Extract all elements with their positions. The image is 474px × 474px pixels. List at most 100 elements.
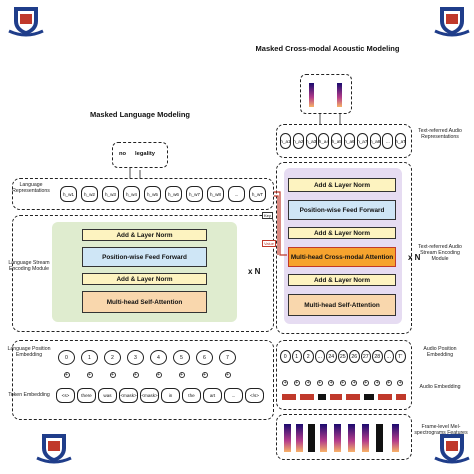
audio-position-id: 28 — [372, 350, 383, 363]
audio-embedding-label: Audio Embedding — [419, 384, 461, 390]
language-position-id: 7 — [219, 350, 236, 365]
audio-position-id: 27 — [360, 350, 371, 363]
token-embedding-label: Token Embedding — [8, 392, 50, 398]
language-repr-token: h_w1 — [60, 186, 77, 202]
language-position-id: 6 — [196, 350, 213, 365]
audio-add-norm-2: Add & Layer Norm — [288, 227, 396, 239]
audio-position-id: 1 — [291, 350, 302, 363]
language-repeat-label: x N — [248, 267, 261, 276]
audio-position-label: Audio Position Embedding — [423, 346, 457, 358]
audio-cross-modal-attention: Multi-head Cross-modal Attention — [288, 247, 396, 267]
token-embedding-item: was — [98, 388, 117, 403]
plus-icon: + — [132, 372, 139, 378]
language-embedding-box — [12, 340, 274, 420]
lang-add-norm-bottom: Add & Layer Norm — [82, 273, 207, 285]
mam-output-box — [300, 74, 352, 114]
university-seal-icon — [36, 434, 72, 464]
plus-icon: + — [351, 380, 358, 386]
language-repr-token: h_w5 — [144, 186, 161, 202]
university-seal-icon — [434, 7, 470, 37]
plus-icon: + — [282, 380, 289, 386]
language-repr-token: h_w7 — [186, 186, 203, 202]
key-label: Key — [262, 212, 273, 219]
language-repr-token: h_w2 — [81, 186, 98, 202]
plus-icon: + — [224, 372, 231, 378]
language-repr-label: Language Representations — [12, 182, 50, 194]
audio-encoder-panel: Add & Layer Norm Position-wise Feed Forw… — [284, 168, 402, 324]
audio-position-id: T' — [395, 350, 406, 363]
audio-repr-token: h_a3 — [305, 133, 317, 149]
audio-repr-token: h_a6 — [344, 133, 355, 149]
audio-position-id: 24 — [326, 350, 337, 363]
audio-feed-forward: Position-wise Feed Forward — [288, 200, 396, 220]
token-embedding-item: ... — [224, 388, 243, 403]
mel-spectrogram-frames — [284, 424, 399, 452]
plus-icon: + — [374, 380, 381, 386]
audio-add-norm-3: Add & Layer Norm — [288, 274, 396, 286]
audio-repr-token: h_a1 — [280, 133, 291, 149]
audio-repr-token: ... — [382, 133, 394, 149]
language-position-id: 0 — [58, 350, 75, 365]
language-repr-token: h_w4 — [123, 186, 140, 202]
mel-features-label: Frame-level Mel-spectrograms Features — [414, 424, 468, 436]
plus-icon: + — [316, 380, 323, 386]
plus-icon: + — [293, 380, 300, 386]
language-position-id: 1 — [81, 350, 98, 365]
mlm-title: Masked Language Modeling — [89, 110, 190, 119]
plus-icon: + — [178, 372, 185, 378]
mlm-output-no: no — [119, 151, 127, 157]
language-position-label: Language Position Embedding — [7, 346, 51, 358]
mam-title: Masked Cross-modal Acoustic Modeling — [255, 44, 400, 53]
audio-repeat-label: x N — [408, 253, 421, 262]
audio-repr-token: h_a5 — [331, 133, 343, 149]
mam-output-spectrograms — [309, 83, 342, 107]
audio-module-label: Text-referred Audio Stream Encoding Modu… — [418, 244, 462, 262]
audio-position-id: ... — [383, 350, 394, 363]
language-repr-token: h_w3 — [102, 186, 119, 202]
plus-icon: + — [385, 380, 392, 386]
plus-icon: + — [362, 380, 369, 386]
audio-repr-label: Text-referred Audio Representations — [418, 128, 462, 140]
token-embedding-item: the — [182, 388, 201, 403]
plus-icon: + — [397, 380, 404, 386]
audio-position-id: 2 — [303, 350, 314, 363]
token-embedding-item: there — [77, 388, 96, 403]
language-repr-box — [12, 178, 274, 210]
audio-repr-token: h_a4 — [318, 133, 330, 149]
language-repr-token: h_wT — [249, 186, 266, 202]
plus-icon: + — [155, 372, 162, 378]
language-repr-token: h_w8 — [207, 186, 224, 202]
audio-embedding-box — [276, 340, 412, 410]
plus-icon: + — [63, 372, 70, 378]
audio-repr-token: h_aT — [395, 133, 407, 149]
audio-position-id: 25 — [337, 350, 348, 363]
value-label: Value — [262, 240, 276, 247]
token-embedding-item: <s> — [56, 388, 75, 403]
token-embedding-item: in — [161, 388, 180, 403]
university-seal-icon — [434, 434, 470, 464]
plus-icon: + — [328, 380, 335, 386]
language-encoder-panel: Add & Layer Norm Position-wise Feed Forw… — [52, 222, 237, 322]
language-position-id: 5 — [173, 350, 190, 365]
audio-embedding-strip — [282, 394, 406, 400]
token-embedding-item: art — [203, 388, 222, 403]
mel-features-box — [276, 414, 412, 460]
audio-repr-token: h_a2 — [292, 133, 304, 149]
language-position-id: 4 — [150, 350, 167, 365]
token-embedding-item: </s> — [245, 388, 264, 403]
language-repr-token: ... — [228, 186, 245, 202]
plus-icon: + — [305, 380, 312, 386]
audio-repr-token: h_a7 — [356, 133, 368, 149]
language-module-label: Language Stream Encoding Module — [8, 260, 50, 272]
plus-icon: + — [109, 372, 116, 378]
audio-add-norm-1: Add & Layer Norm — [288, 178, 396, 192]
lang-self-attention: Multi-head Self-Attention — [82, 291, 207, 313]
audio-position-id: ... — [314, 350, 325, 363]
token-embedding-item: <mask> — [119, 388, 138, 403]
mlm-output-box: no legality — [112, 142, 168, 168]
lang-add-norm-top: Add & Layer Norm — [82, 229, 207, 241]
audio-position-id: 0 — [280, 350, 291, 363]
mlm-output-legality: legality — [135, 151, 155, 157]
language-position-id: 2 — [104, 350, 121, 365]
